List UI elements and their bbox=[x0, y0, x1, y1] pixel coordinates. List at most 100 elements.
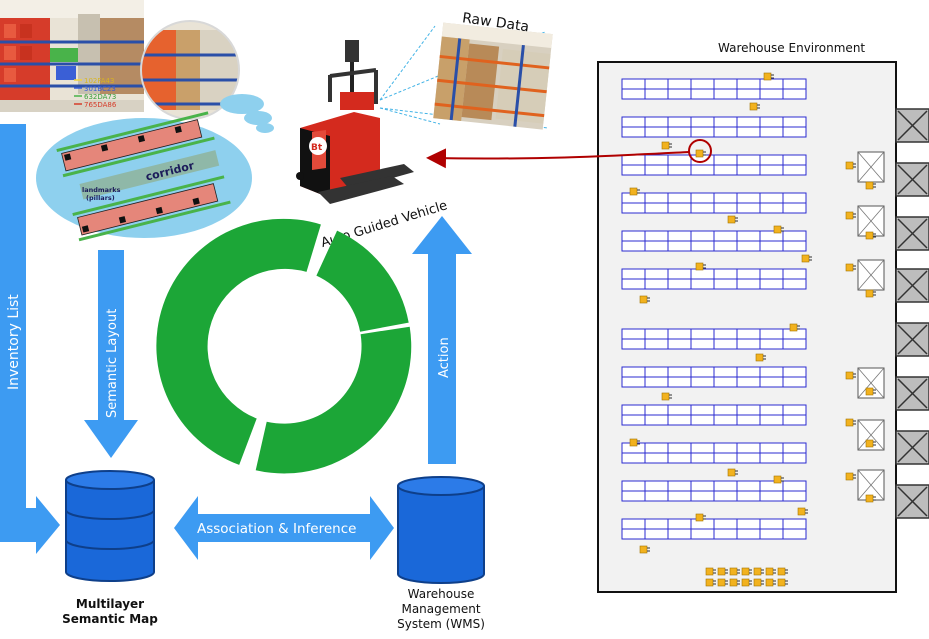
agv-marker bbox=[865, 387, 876, 396]
dock-cross bbox=[897, 164, 928, 195]
pillars-label: (pillars) bbox=[86, 194, 115, 202]
agv-body bbox=[639, 545, 648, 554]
agv-marker bbox=[845, 211, 856, 220]
agv-body bbox=[629, 187, 638, 196]
agv-body bbox=[695, 262, 704, 271]
inventory-code-4: 765DA86 bbox=[84, 101, 117, 109]
agv-body bbox=[705, 567, 714, 576]
agv-marker bbox=[741, 578, 752, 587]
agv-marker bbox=[865, 494, 876, 503]
agv-brand-label: Bt bbox=[311, 143, 323, 153]
agv-marker bbox=[729, 567, 740, 576]
agv-marker bbox=[865, 181, 876, 190]
rack-row bbox=[621, 116, 807, 138]
dock-cross bbox=[897, 486, 928, 517]
agv-marker bbox=[661, 141, 672, 150]
agv-marker bbox=[777, 567, 788, 576]
agv-link-arrow bbox=[426, 148, 690, 169]
action-label: Action bbox=[437, 337, 452, 378]
rack-row bbox=[621, 154, 807, 176]
agv-body bbox=[705, 578, 714, 587]
agv-body bbox=[865, 494, 874, 503]
loading-dock bbox=[895, 376, 929, 411]
staging-cross bbox=[857, 259, 885, 291]
agv-body bbox=[661, 141, 670, 150]
agv-body bbox=[741, 567, 750, 576]
agv-marker bbox=[717, 567, 728, 576]
agv-body bbox=[753, 578, 762, 587]
agv-body bbox=[845, 211, 854, 220]
agv-body bbox=[639, 295, 648, 304]
rack-row bbox=[621, 480, 807, 502]
semantic-layout-arrow bbox=[84, 250, 138, 458]
agv-body bbox=[777, 567, 786, 576]
agv-body bbox=[749, 102, 758, 111]
rack-layer bbox=[621, 78, 807, 540]
inventory-code-2: 301BC23 bbox=[84, 85, 116, 93]
dock-cross bbox=[897, 432, 928, 463]
rack-row bbox=[621, 78, 807, 100]
agv-marker bbox=[801, 254, 812, 263]
rack-row bbox=[621, 230, 807, 252]
dock-cross bbox=[897, 270, 928, 301]
agv-body bbox=[765, 567, 774, 576]
agv-body bbox=[865, 387, 874, 396]
action-arrow bbox=[412, 216, 472, 464]
rack-row bbox=[621, 442, 807, 464]
rack-row bbox=[621, 328, 807, 350]
agv-marker bbox=[765, 578, 776, 587]
loading-dock bbox=[895, 322, 929, 357]
agv-marker bbox=[629, 187, 640, 196]
agv-body bbox=[741, 578, 750, 587]
cycle-ring bbox=[156, 218, 412, 474]
loading-dock bbox=[895, 484, 929, 519]
agv-body bbox=[729, 567, 738, 576]
thought-bubble-2 bbox=[244, 111, 272, 125]
agv-marker bbox=[695, 262, 706, 271]
agv-body bbox=[865, 289, 874, 298]
agv-marker bbox=[773, 225, 784, 234]
semantic-layout-label: Semantic Layout bbox=[105, 309, 120, 418]
agv-body bbox=[695, 149, 704, 158]
agv-marker bbox=[695, 513, 706, 522]
loading-dock bbox=[895, 162, 929, 197]
agv-marker bbox=[753, 567, 764, 576]
agv-marker bbox=[845, 472, 856, 481]
agv-layer bbox=[629, 72, 876, 587]
agv-body bbox=[865, 231, 874, 240]
thought-bubble-3 bbox=[256, 123, 274, 133]
agv-marker bbox=[845, 371, 856, 380]
agv-marker bbox=[629, 438, 640, 447]
highlighted-agv-marker bbox=[688, 139, 712, 163]
inventory-code-1: 102FA43 bbox=[84, 77, 114, 85]
agv-body bbox=[773, 225, 782, 234]
warehouse-photo bbox=[0, 0, 144, 112]
wms-database-icon bbox=[397, 476, 485, 584]
agv-body bbox=[661, 392, 670, 401]
agv-body bbox=[727, 215, 736, 224]
thought-bubble-1 bbox=[220, 94, 264, 114]
semantic-map-database-icon bbox=[65, 470, 155, 582]
agv-marker bbox=[727, 468, 738, 477]
agv-marker bbox=[661, 392, 672, 401]
agv-body bbox=[695, 513, 704, 522]
semantic-map-title-line2: Semantic Map bbox=[62, 612, 158, 626]
wms-label-line2: Management bbox=[401, 602, 480, 616]
agv-body bbox=[845, 371, 854, 380]
association-arrow bbox=[174, 496, 394, 560]
agv-marker bbox=[705, 578, 716, 587]
agv-marker bbox=[717, 578, 728, 587]
agv-body bbox=[755, 353, 764, 362]
agv-marker bbox=[765, 567, 776, 576]
loading-dock bbox=[895, 268, 929, 303]
agv-forklift: Bt bbox=[296, 40, 414, 204]
association-label: Association & Inference bbox=[197, 521, 356, 537]
agv-body bbox=[777, 578, 786, 587]
staging-cross bbox=[857, 367, 885, 399]
staging-area bbox=[857, 259, 885, 291]
agv-marker bbox=[789, 323, 800, 332]
staging-cross bbox=[857, 469, 885, 501]
agv-marker bbox=[773, 475, 784, 484]
semantic-map-title-line1: Multilayer bbox=[76, 597, 144, 611]
